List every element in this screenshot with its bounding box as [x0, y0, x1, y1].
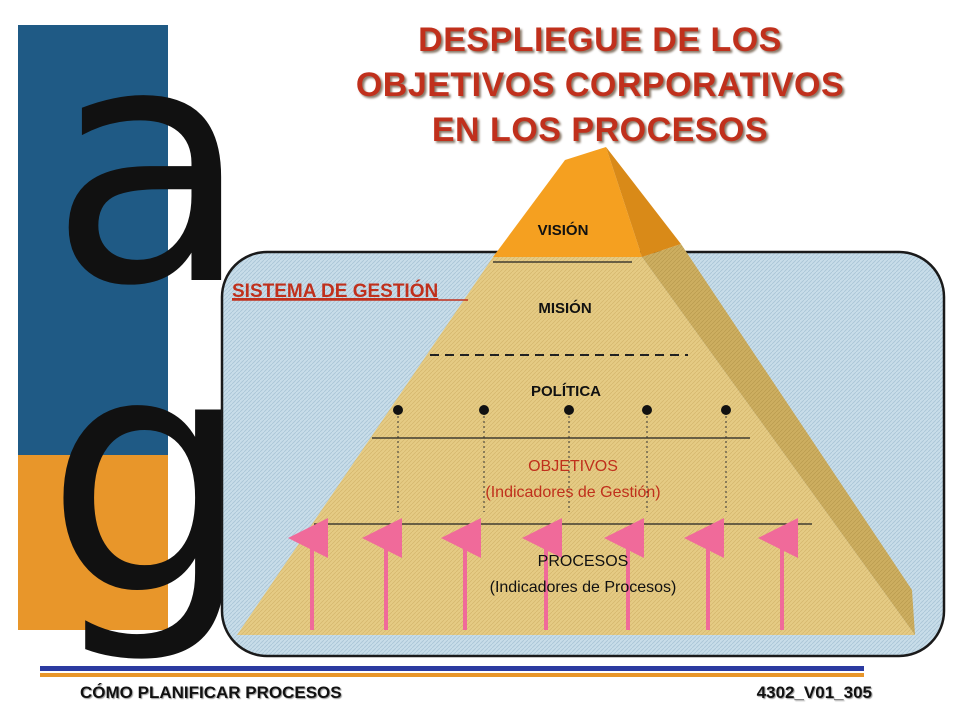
logo-orange-block	[18, 455, 168, 630]
level-procesos-sub: (Indicadores de Procesos)	[490, 579, 677, 596]
logo-letter-g: g	[45, 284, 254, 668]
policy-connectors	[393, 405, 731, 512]
footer-rule-blue	[40, 666, 864, 671]
level-objetivos: OBJETIVOS	[528, 458, 618, 475]
system-label: SISTEMA DE GESTIÓN	[232, 280, 438, 302]
level-objetivos-sub: (Indicadores de Gestión)	[485, 484, 660, 501]
pyramid-peak-side	[606, 147, 681, 257]
footer-course-title: CÓMO PLANIFICAR PROCESOS	[80, 683, 342, 702]
connector-dot	[393, 405, 403, 415]
pyramid-side	[642, 244, 915, 635]
pyramid-front	[237, 257, 915, 635]
footer-slide-code: 4302_V01_305	[756, 683, 872, 702]
level-mision: MISIÓN	[538, 299, 591, 317]
connector-dot	[564, 405, 574, 415]
title-line-3: EN LOS PROCESOS	[431, 111, 769, 149]
level-politica: POLÍTICA	[531, 383, 601, 400]
title-line-1: DESPLIEGUE DE LOS	[418, 21, 782, 59]
level-procesos: PROCESOS	[538, 553, 629, 570]
logo: a g	[18, 0, 255, 668]
process-arrows	[288, 518, 798, 630]
logo-blue-block	[18, 25, 168, 455]
footer-rule-orange	[40, 673, 864, 677]
connector-dot	[642, 405, 652, 415]
page-title: DESPLIEGUE DE LOS OBJETIVOS CORPORATIVOS…	[300, 18, 900, 153]
connector-dot	[721, 405, 731, 415]
level-vision: VISIÓN	[538, 221, 589, 239]
pyramid-peak	[493, 147, 642, 257]
logo-letter-a: a	[49, 0, 251, 358]
connector-dot	[479, 405, 489, 415]
title-line-2: OBJETIVOS CORPORATIVOS	[355, 66, 845, 104]
